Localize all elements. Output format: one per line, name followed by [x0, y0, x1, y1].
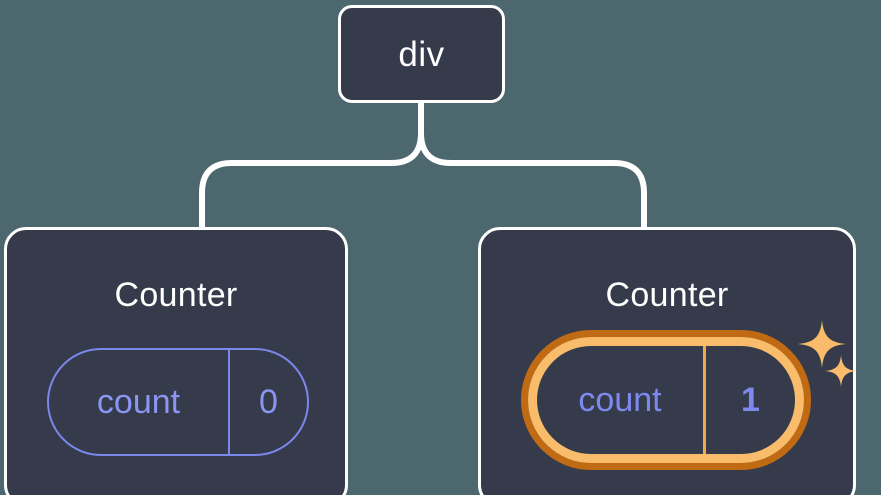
connector-to-right-child: [418, 100, 647, 230]
node-div[interactable]: div: [338, 5, 505, 103]
state-pill-right-value: 1: [703, 346, 795, 454]
node-counter-left[interactable]: Counter count 0: [4, 227, 348, 495]
state-pill-left-wrapper: count 0: [47, 348, 309, 456]
counter-left-title: Counter: [114, 276, 238, 314]
state-pill-right-highlight-ring: count 1: [521, 330, 811, 470]
state-pill-left[interactable]: count 0: [47, 348, 309, 456]
state-pill-right-key: count: [578, 381, 662, 419]
state-pill-right[interactable]: count 1: [528, 337, 804, 463]
connector-to-left-child: [199, 100, 424, 230]
state-pill-left-key: count: [96, 383, 181, 421]
node-div-label: div: [398, 34, 445, 74]
counter-right-title: Counter: [605, 276, 729, 314]
state-pill-left-value: 0: [228, 350, 307, 454]
state-pill-right-wrapper: count 1: [521, 330, 811, 470]
node-counter-right[interactable]: Counter count 1: [478, 227, 856, 495]
